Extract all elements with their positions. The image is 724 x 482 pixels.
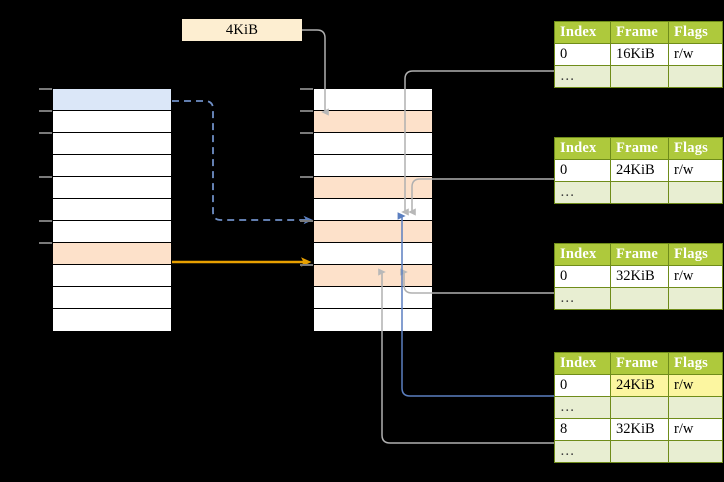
physical-row-tick-4	[300, 176, 313, 178]
virtual-row-row-3[interactable]	[53, 133, 171, 155]
physical-memory-column[interactable]	[313, 88, 433, 331]
cell-frame	[610, 440, 669, 463]
column-header-flags: Flags	[668, 137, 723, 160]
column-header-frame: Frame	[610, 137, 669, 160]
physical-row-row-4[interactable]	[314, 155, 432, 177]
virtual-row-tick-0	[39, 88, 52, 90]
cell-flags: r/w	[668, 159, 723, 182]
table-row[interactable]: …	[554, 181, 723, 204]
physical-row-row-5[interactable]	[314, 177, 432, 199]
physical-row-row-11[interactable]	[314, 309, 432, 331]
physical-row-row-1[interactable]	[314, 89, 432, 111]
virtual-row-tick-4	[39, 176, 52, 178]
virtual-row-tick-7	[39, 242, 52, 244]
physical-row-row-6[interactable]	[314, 199, 432, 221]
cell-frame	[610, 287, 669, 310]
virtual-row-tick-2	[39, 132, 52, 134]
cell-index: …	[554, 440, 611, 463]
physical-row-tick-2	[300, 132, 313, 134]
page-size-label: 4KiB	[182, 19, 302, 41]
physical-row-tick-1	[300, 110, 313, 112]
cell-flags	[668, 440, 723, 463]
table-row[interactable]: …	[554, 440, 723, 463]
table-row[interactable]: …	[554, 396, 723, 419]
wire-virtual-row1-to-physical	[172, 100, 313, 225]
cell-frame: 32KiB	[610, 418, 669, 441]
cell-index: …	[554, 181, 611, 204]
virtual-row-row-9[interactable]	[53, 265, 171, 287]
physical-row-row-10[interactable]	[314, 287, 432, 309]
virtual-row-row-8[interactable]	[53, 243, 171, 265]
virtual-row-row-10[interactable]	[53, 287, 171, 309]
virtual-address-space-column[interactable]	[52, 88, 172, 331]
table-row[interactable]: …	[554, 287, 723, 310]
physical-row-row-3[interactable]	[314, 133, 432, 155]
cell-index: 0	[554, 43, 611, 66]
column-header-frame: Frame	[610, 243, 669, 266]
virtual-row-row-6[interactable]	[53, 199, 171, 221]
virtual-row-tick-6	[39, 220, 52, 222]
column-header-index: Index	[554, 352, 611, 375]
cell-frame: 24KiB	[610, 374, 669, 397]
table-row[interactable]: …	[554, 65, 723, 88]
physical-row-row-7[interactable]	[314, 221, 432, 243]
column-header-frame: Frame	[610, 352, 669, 375]
cell-flags: r/w	[668, 374, 723, 397]
cell-frame	[610, 181, 669, 204]
cell-flags: r/w	[668, 418, 723, 441]
cell-frame	[610, 396, 669, 419]
virtual-row-row-1[interactable]	[53, 89, 171, 111]
virtual-row-row-11[interactable]	[53, 309, 171, 331]
column-header-frame: Frame	[610, 21, 669, 44]
cell-frame: 24KiB	[610, 159, 669, 182]
physical-row-row-8[interactable]	[314, 243, 432, 265]
virtual-row-row-4[interactable]	[53, 155, 171, 177]
cell-frame: 16KiB	[610, 43, 669, 66]
cell-flags: r/w	[668, 265, 723, 288]
column-header-flags: Flags	[668, 352, 723, 375]
virtual-row-row-7[interactable]	[53, 221, 171, 243]
column-header-index: Index	[554, 137, 611, 160]
physical-row-row-9[interactable]	[314, 265, 432, 287]
cell-flags	[668, 396, 723, 419]
cell-frame: 32KiB	[610, 265, 669, 288]
cell-flags	[668, 65, 723, 88]
cell-index: …	[554, 65, 611, 88]
physical-row-tick-0	[300, 88, 313, 90]
wire-pt2-to-physical	[408, 178, 554, 216]
cell-index: 8	[554, 418, 611, 441]
virtual-row-row-2[interactable]	[53, 111, 171, 133]
cell-index: 0	[554, 159, 611, 182]
virtual-row-row-5[interactable]	[53, 177, 171, 199]
cell-index: 0	[554, 374, 611, 397]
cell-flags	[668, 287, 723, 310]
cell-index: 0	[554, 265, 611, 288]
physical-row-tick-8	[300, 264, 313, 266]
cell-index: …	[554, 287, 611, 310]
column-header-flags: Flags	[668, 21, 723, 44]
cell-frame	[610, 65, 669, 88]
cell-index: …	[554, 396, 611, 419]
physical-row-row-2[interactable]	[314, 111, 432, 133]
virtual-row-tick-1	[39, 110, 52, 112]
cell-flags	[668, 181, 723, 204]
column-header-index: Index	[554, 243, 611, 266]
physical-row-tick-6	[300, 220, 313, 222]
column-header-index: Index	[554, 21, 611, 44]
column-header-flags: Flags	[668, 243, 723, 266]
cell-flags: r/w	[668, 43, 723, 66]
